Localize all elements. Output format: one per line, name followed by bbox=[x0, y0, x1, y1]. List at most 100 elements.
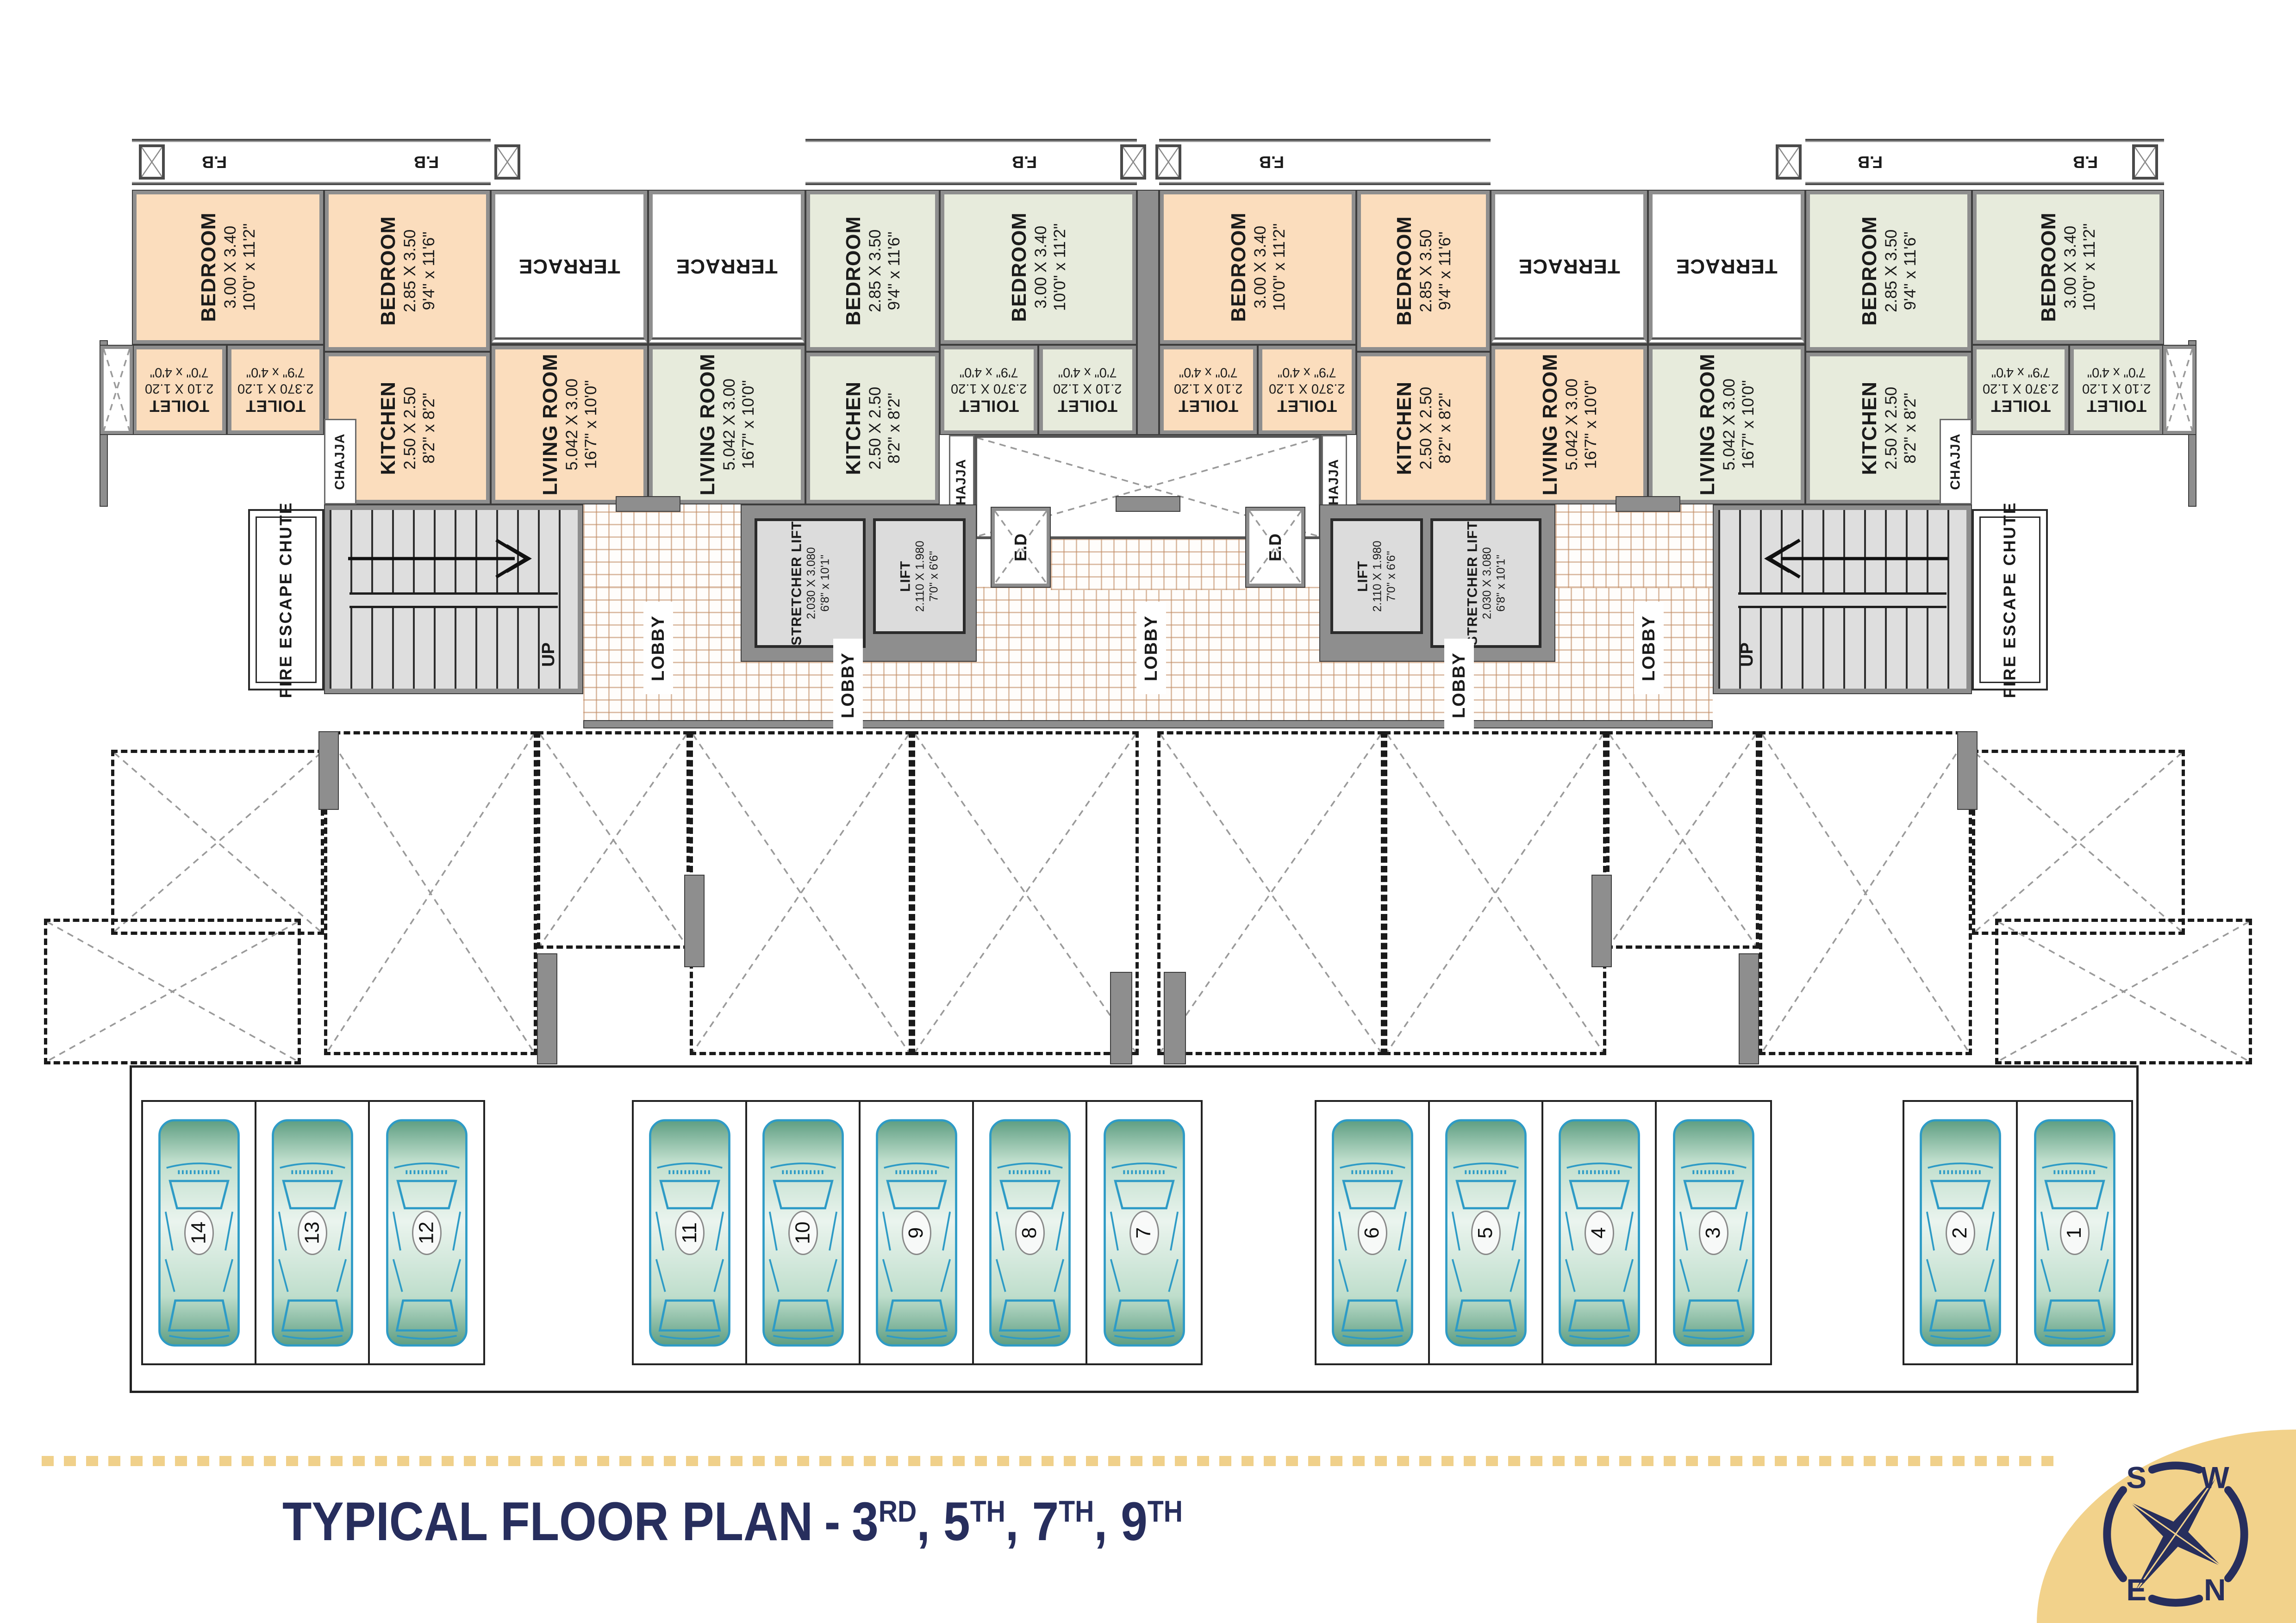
parking-stall-number: 5 bbox=[1471, 1210, 1501, 1255]
stair-direction-arrow bbox=[348, 539, 532, 578]
up-label: UP bbox=[539, 642, 559, 667]
structural-bay bbox=[1606, 731, 1759, 949]
lobby-label: LOBBY bbox=[1444, 639, 1474, 731]
title-floor: 9TH bbox=[1121, 1491, 1183, 1552]
room-label: BEDROOM 3.00 X 3.40 10'0" x 11'2" bbox=[2037, 212, 2099, 322]
fec-label: FIRE ESCAPE CHUTE bbox=[2000, 501, 2020, 698]
structural-bay bbox=[1384, 731, 1606, 1055]
staircase: UP bbox=[1713, 504, 1972, 694]
parking-stall: 4 bbox=[1543, 1102, 1657, 1363]
title-floor: 3RD bbox=[851, 1491, 917, 1552]
compass-w: W bbox=[2201, 1461, 2229, 1494]
parking-stall-number: 2 bbox=[1945, 1210, 1975, 1255]
column bbox=[1957, 731, 1978, 810]
duct-shaft bbox=[2162, 345, 2196, 435]
room-toilet: TOILET 2.370 X 1.20 7'9" x 4'0" bbox=[227, 345, 324, 435]
fb-label: F.B bbox=[1011, 153, 1037, 172]
parking-stall-number: 4 bbox=[1584, 1210, 1614, 1255]
column bbox=[616, 496, 680, 512]
parking-stall-number: 3 bbox=[1698, 1210, 1728, 1255]
electrical-duct: E.D bbox=[991, 507, 1051, 588]
room-label: TERRACE bbox=[1518, 255, 1620, 278]
column bbox=[1739, 953, 1759, 1064]
room-label: BEDROOM 3.00 X 3.40 10'0" x 11'2" bbox=[1227, 212, 1288, 322]
room-toilet: TOILET 2.370 X 1.20 7'9" x 4'0" bbox=[940, 345, 1038, 435]
room-label: LIVING ROOM 5.042 X 3.00 16'7" x 10'0" bbox=[538, 354, 600, 496]
room-label: KITCHEN 2.50 X 2.50 8'2" x 8'2" bbox=[1392, 381, 1454, 475]
column bbox=[684, 875, 705, 967]
room-bedroom-2: BEDROOM 2.85 X 3.50 9'4" x 11'6" bbox=[1805, 190, 1972, 352]
room-label: TOILET 2.10 X 1.20 7'0" x 4'0" bbox=[2082, 365, 2151, 415]
title-separator: - bbox=[824, 1491, 841, 1552]
up-label: UP bbox=[1737, 642, 1757, 667]
lobby-corridor bbox=[583, 504, 741, 588]
structural-bay bbox=[1995, 919, 2252, 1064]
column bbox=[1616, 496, 1680, 512]
room-label: STRETCHER LIFT 2.030 X 3.080 6'8" x 10'1… bbox=[788, 521, 831, 646]
parking-stall-number: 1 bbox=[2059, 1210, 2090, 1255]
room-label: TOILET 2.370 X 1.20 7'9" x 4'0" bbox=[1982, 365, 2059, 415]
structural-bay bbox=[1759, 731, 1972, 1055]
column bbox=[1110, 972, 1132, 1064]
room-terrace: TERRACE bbox=[491, 190, 648, 345]
parking-stall: 14 bbox=[143, 1102, 256, 1363]
lift: LIFT 2.110 X 1.980 7'0" x 6'6" bbox=[1330, 518, 1423, 634]
stretcher-lift: STRETCHER LIFT 2.030 X 3.080 6'8" x 10'1… bbox=[755, 518, 866, 648]
room-label: LIFT 2.110 X 1.980 7'0" x 6'6" bbox=[1355, 541, 1398, 612]
lift: LIFT 2.110 X 1.980 7'0" x 6'6" bbox=[873, 518, 966, 634]
parking-stall: 9 bbox=[861, 1102, 974, 1363]
column-box bbox=[494, 144, 520, 180]
room-label: LIVING ROOM 5.042 X 3.00 16'7" x 10'0" bbox=[696, 354, 757, 496]
room-label: BEDROOM 2.85 X 3.50 9'4" x 11'6" bbox=[1858, 216, 1919, 326]
room-label: KITCHEN 2.50 X 2.50 8'2" x 8'2" bbox=[376, 381, 438, 475]
column bbox=[1164, 972, 1186, 1064]
fb-label: F.B bbox=[1259, 153, 1285, 172]
structural-bay bbox=[690, 731, 912, 1055]
room-terrace: TERRACE bbox=[1648, 190, 1805, 345]
structural-bay bbox=[912, 731, 1139, 1055]
room-label: BEDROOM 3.00 X 3.40 10'0" x 11'2" bbox=[1007, 212, 1069, 322]
room-bedroom-2: BEDROOM 2.85 X 3.50 9'4" x 11'6" bbox=[805, 190, 940, 352]
room-living: LIVING ROOM 5.042 X 3.00 16'7" x 10'0" bbox=[491, 345, 648, 504]
lobby-corridor bbox=[1051, 539, 1245, 590]
party-wall bbox=[1137, 190, 1159, 435]
room-living: LIVING ROOM 5.042 X 3.00 16'7" x 10'0" bbox=[1648, 345, 1805, 504]
room-label: BEDROOM 2.85 X 3.50 9'4" x 11'6" bbox=[842, 216, 903, 326]
room-kitchen: KITCHEN 2.50 X 2.50 8'2" x 8'2" bbox=[805, 352, 940, 504]
structural-bay bbox=[537, 731, 690, 949]
column-box bbox=[1120, 144, 1146, 180]
structural-bay bbox=[324, 731, 537, 1055]
room-kitchen: KITCHEN 2.50 X 2.50 8'2" x 8'2" bbox=[1356, 352, 1491, 504]
chajja-strip: CHAJJA bbox=[1940, 419, 1972, 504]
ed-label: E.D bbox=[1011, 533, 1030, 561]
room-label: TOILET 2.10 X 1.20 7'0" x 4'0" bbox=[1053, 365, 1122, 415]
structural-bay bbox=[44, 919, 301, 1064]
parking-stall: 11 bbox=[634, 1102, 747, 1363]
structural-bay bbox=[111, 750, 324, 935]
room-living: LIVING ROOM 5.042 X 3.00 16'7" x 10'0" bbox=[648, 345, 805, 504]
room-toilet: TOILET 2.370 X 1.20 7'9" x 4'0" bbox=[1972, 345, 2069, 435]
room-label: BEDROOM 3.00 X 3.40 10'0" x 11'2" bbox=[197, 212, 259, 322]
parking-stall-number: 13 bbox=[297, 1210, 327, 1255]
flower-bed-strip: F.B F.B bbox=[1805, 139, 2164, 185]
column-box bbox=[139, 144, 165, 180]
parking-stall: 10 bbox=[747, 1102, 861, 1363]
lobby-wall bbox=[583, 720, 1713, 728]
compass-s: S bbox=[2126, 1461, 2146, 1494]
fb-label: F.B bbox=[2072, 153, 2098, 172]
room-label: LIVING ROOM 5.042 X 3.00 16'7" x 10'0" bbox=[1696, 354, 1757, 496]
column-box bbox=[1776, 144, 1802, 180]
parking-stall: 2 bbox=[1904, 1102, 2018, 1363]
chajja-strip: CHAJJA bbox=[324, 419, 356, 504]
room-label: BEDROOM 2.85 X 3.50 9'4" x 11'6" bbox=[376, 216, 438, 326]
column bbox=[1116, 496, 1180, 512]
room-label: TERRACE bbox=[1676, 255, 1778, 278]
parking-stall: 1 bbox=[2018, 1102, 2131, 1363]
room-label: KITCHEN 2.50 X 2.50 8'2" x 8'2" bbox=[842, 381, 903, 475]
compass-e: E bbox=[2126, 1573, 2146, 1607]
title-text: TYPICAL FLOOR PLAN bbox=[282, 1491, 813, 1552]
